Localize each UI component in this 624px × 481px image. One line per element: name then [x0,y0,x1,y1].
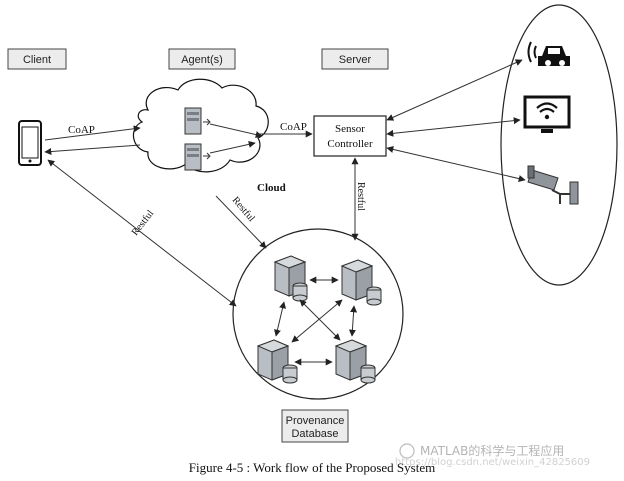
db-server-icon-3 [256,339,298,384]
agents-header: Agent(s) [168,48,236,70]
client-label: Client [23,54,51,66]
agents-label: Agent(s) [181,54,223,66]
wechat-icon [399,443,415,459]
controller-car-arrow [386,59,523,121]
db-link-2-3 [291,299,343,343]
controller-tv-arrow [386,117,521,137]
db-server-icon-1 [273,255,308,302]
restful-label-middle: Restful [230,195,257,224]
restful-client-db-arrow [47,159,237,307]
smartphone-icon [18,120,42,166]
security-camera-icon [527,165,579,205]
server-header: Server [321,48,389,70]
controller-camera-arrow [386,146,526,182]
sensor-controller-line2: Controller [327,138,373,150]
cloud-label: Cloud [257,182,286,194]
devices-ellipse [500,4,618,286]
sensor-controller-line1: Sensor [335,123,365,135]
coap-arrow-client-to-agent [44,125,141,141]
coap-label-left: CoAP [68,124,95,136]
db-server-icon-4 [334,339,376,384]
agent2-to-server-arrow [209,140,256,154]
provenance-line2: Database [291,428,338,440]
restful-agent-db-arrow [215,195,267,249]
watermark-name: MATLAB的科学与工程应用 [420,443,564,458]
coap-label-right: CoAP [280,121,307,133]
coap-arrow-agent-to-client [44,144,141,156]
agent1-to-server-arrow [209,123,263,138]
provenance-database-box: Provenance Database [281,409,349,443]
server-label: Server [339,54,372,66]
watermark-url: https://blog.csdn.net/weixin_42825609 [395,457,590,468]
car-icon [527,41,570,66]
db-link-1-3 [274,301,286,337]
tv-wifi-icon [523,95,571,133]
db-server-icon-2 [340,259,382,306]
watermark: MATLAB的科学与工程应用 https://blog.csdn.net/wei… [395,443,590,468]
restful-label-right: Restful [355,182,366,211]
sensor-controller-box: Sensor Controller [313,115,387,157]
provenance-line1: Provenance [286,415,345,427]
client-header: Client [7,48,67,70]
figure-caption: Figure 4-5 : Work flow of the Proposed S… [189,460,435,475]
agent-server-icon-1 [184,107,211,135]
db-link-2-4 [348,305,358,337]
